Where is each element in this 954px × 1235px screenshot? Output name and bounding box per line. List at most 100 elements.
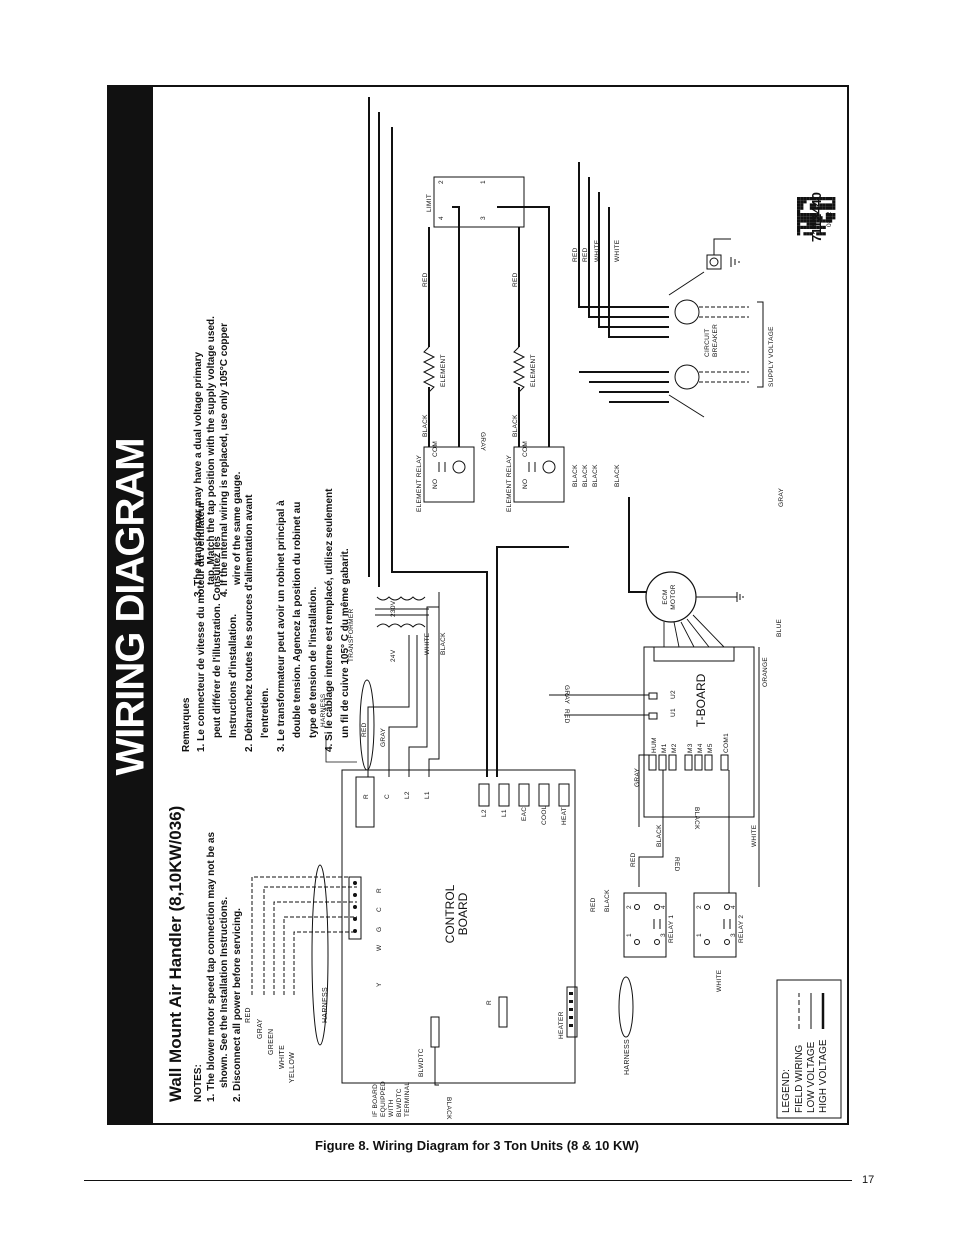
no-label: NO: [432, 479, 439, 489]
notes-heading: NOTES:: [193, 1064, 204, 1102]
terminal-label: M3: [687, 743, 694, 753]
footer-rule: [84, 1180, 852, 1181]
u-terminal: [648, 712, 658, 720]
wire-label: BLACK: [614, 464, 621, 487]
motor-plug: [653, 646, 735, 662]
v24-label: 24V: [390, 649, 397, 662]
blwdtc-terminal: [430, 1016, 440, 1048]
legend-heading: LEGEND:: [781, 1069, 792, 1113]
thermostat-terminals: [353, 881, 357, 933]
r-label: R: [486, 1000, 493, 1005]
wire-label: RED: [590, 897, 597, 912]
wire-label: RED: [422, 272, 429, 287]
limit-switch: [433, 176, 525, 228]
wire-label: RED: [630, 852, 637, 867]
relay-2: [693, 892, 737, 958]
t-board-terminals: [648, 754, 729, 771]
pin-label: 4: [438, 216, 445, 220]
subtitle: Wall Mount Air Handler (8,10KW/036): [166, 806, 185, 1102]
note-line: tap. Match the tap position with the sup…: [206, 316, 217, 585]
supply-voltage-label: SUPPLY VOLTAGE: [768, 326, 775, 387]
wire-label: BLACK: [572, 464, 579, 487]
field-wiring: [251, 876, 357, 995]
blwdtc-wire: [434, 1047, 439, 1086]
harness-label: HARNESS: [322, 987, 329, 1023]
element-relay-contacts: [438, 460, 556, 474]
wire-label: WHITE: [594, 239, 601, 262]
terminal-label: C: [384, 794, 391, 799]
element-relay-2: [513, 446, 565, 503]
u2-label: U2: [670, 690, 677, 699]
terminal-label: R: [363, 794, 370, 799]
wire-label: GRAY: [479, 432, 486, 452]
wire-label: BLACK: [422, 414, 429, 437]
control-board-text: CONTROL: [443, 884, 457, 943]
wire-label: GRAY: [634, 767, 641, 787]
element-label: ELEMENT: [440, 354, 447, 387]
wire-label: ORANGE: [762, 657, 769, 687]
figure-caption: Figure 8. Wiring Diagram for 3 Ton Units…: [315, 1138, 639, 1153]
pin-label: 3: [660, 933, 667, 937]
note-line: 3. The transformer may have a dual volta…: [193, 351, 204, 597]
terminal-label: M1: [661, 743, 668, 753]
terminal-label: COOL: [541, 805, 548, 825]
terminal-label: L1: [501, 809, 508, 817]
control-board-text: BOARD: [456, 892, 470, 935]
terminal-label: M5: [707, 743, 714, 753]
element-relay-label: ELEMENT RELAY: [416, 455, 423, 512]
date-code: 0812: [826, 211, 833, 227]
r-terminal: [498, 996, 508, 1028]
remarque-line: 2. Débranchez toutes les sources d'alime…: [244, 494, 255, 752]
control-board-label: CONTROL BOARD: [443, 884, 470, 943]
heating-element-1: [422, 346, 436, 393]
wire-label: WHITE: [279, 1045, 286, 1069]
legend-item: HIGH VOLTAGE: [818, 1039, 829, 1113]
pin-label: 2: [626, 905, 633, 909]
note-line: 1. The blower motor speed tap connection…: [206, 832, 217, 1102]
wire-label: GRAY: [778, 487, 785, 507]
high-voltage-wires: [368, 97, 669, 777]
pin-label: 1: [480, 180, 487, 184]
limit-label: LIMIT: [426, 194, 433, 212]
wire-label: GRAY: [380, 727, 387, 747]
board-output-terminals: [478, 783, 570, 807]
terminal-label: HUM: [651, 737, 658, 753]
breaker-link: [668, 271, 705, 418]
wire-label: WHITE: [751, 824, 758, 847]
no-label: NO: [522, 479, 529, 489]
board-terminal-labels: R C L2 L1: [363, 791, 431, 799]
if-board-text: WITH: [388, 1099, 395, 1117]
wire-label: RED: [582, 247, 589, 262]
ground-symbol: [713, 238, 740, 267]
wire-label: GRAY: [563, 685, 570, 705]
wire-label: RED: [563, 709, 570, 724]
breaker-text: BREAKER: [712, 324, 719, 357]
harness-label: HARNESS: [624, 1039, 631, 1075]
harness-ring-lower: [618, 976, 634, 1038]
terminal-label: M4: [697, 743, 704, 753]
terminal-label: M2: [671, 743, 678, 753]
transformer: [375, 596, 429, 628]
wiring-diagram: Wall Mount Air Handler (8,10KW/036) NOTE…: [166, 97, 842, 1120]
remarques-heading: Remarques: [181, 697, 192, 752]
relay-contacts: [634, 904, 731, 945]
board-terminal-strip: [355, 776, 375, 828]
wire-label: BLACK: [592, 464, 599, 487]
legend-item: FIELD WIRING: [794, 1044, 805, 1113]
wire-label: YELLOW: [289, 1052, 296, 1083]
wire-label: BLACK: [445, 1097, 452, 1120]
notes-block-2: 3. The transformer may have a dual volta…: [193, 316, 243, 597]
terminal-label: HEAT: [561, 807, 568, 825]
qr-code: [797, 197, 836, 236]
terminal-label: L1: [424, 791, 431, 799]
harness-ring-upper: [359, 679, 375, 771]
limit-pins: 4 2 3 1: [438, 180, 487, 220]
wire-label: BLACK: [693, 807, 700, 830]
terminal-label: R: [376, 888, 383, 893]
remarque-line: 4. Si le câblage interne est remplacé, u…: [324, 488, 335, 752]
title-banner: WIRING DIAGRAM: [109, 87, 153, 1123]
note-line: wire of the same gauge.: [232, 471, 243, 586]
wire-label: RED: [512, 272, 519, 287]
wire-label: GRAY: [257, 1018, 264, 1039]
remarque-line: peut différer de l'illustration. Consult…: [212, 536, 223, 738]
